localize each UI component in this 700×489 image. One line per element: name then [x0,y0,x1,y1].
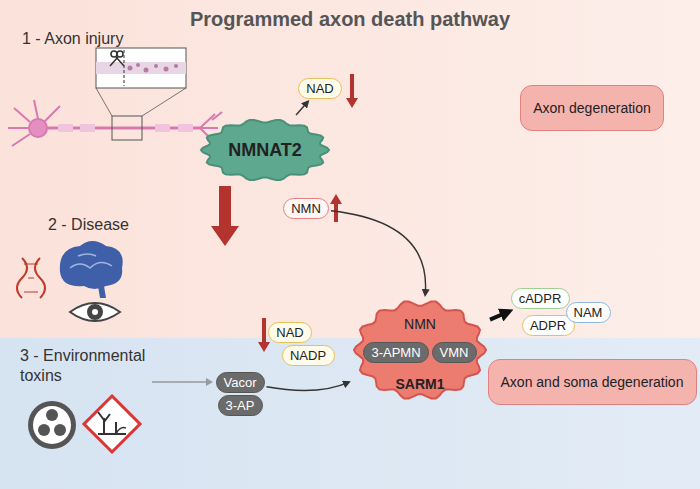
section-label: 2 - Disease [48,216,129,234]
inset-leader [96,88,112,116]
environment-hazard-icon [84,396,140,452]
metabolite-pill: NAM [566,302,611,323]
node-text: SARM1 [395,376,444,392]
myelin [58,124,73,132]
arrowhead [206,378,213,386]
metabolite-pill: VMN [432,342,477,363]
metabolite-pill: cADPR [511,288,570,309]
protein-blob: NMN SARM1 3-APMN VMN [352,298,488,402]
connector-arrow [296,102,308,116]
biohazard-icon [28,401,76,449]
node-text: Axon degeneration [533,100,651,116]
injury-inset [96,48,186,88]
node-text: NMN [404,316,436,332]
neuron [8,100,222,146]
metabolite-pill: NADP [282,345,335,366]
title: Programmed axon death pathway [0,8,700,31]
outcome-box: Axon and soma degeneration [488,359,697,405]
node-text: cADPR [519,291,562,306]
blob-shape [354,302,486,399]
node-text: NAD [306,81,333,96]
node-text: VMN [440,345,469,360]
myelin [80,124,95,132]
node-text: Axon and soma degeneration [501,374,684,390]
inset-frame [112,116,142,140]
outcome-box: Axon degeneration [520,85,664,131]
dna-icon [17,258,45,298]
protein-blob: NMNAT2 [199,117,331,183]
toxin-arrow [152,381,206,383]
myelin [155,124,170,132]
blob-shape [201,120,329,180]
metabolite-pill: 3-AP [218,395,263,416]
node-text: 3-APMN [371,345,420,360]
metabolite-pill: NMN [283,198,329,219]
eye-icon [70,303,120,321]
change-arrows [211,74,358,352]
bottom-ground [0,338,700,489]
node-text: 3-AP [226,398,255,413]
section-label: 1 - Axon injury [22,30,123,48]
section-label: 3 - Environmental toxins [20,346,180,386]
metabolite-pill: NAD [268,322,312,343]
connector-arrow [331,211,426,295]
node-text: NAM [574,305,603,320]
metabolite-pill: NAD [298,78,342,99]
inset-leader [142,88,186,116]
node-text: NMN [291,201,321,216]
brain-icon [60,241,123,298]
node-text: ADPR [530,318,566,333]
node-text: Vacor [224,375,257,390]
node-text: NAD [276,325,303,340]
myelin [178,124,193,132]
metabolite-pill: 3-APMN [363,342,429,363]
node-text: NADP [290,348,326,363]
connector-arrow [267,382,350,390]
top-ground [0,0,700,338]
node-text: NMNAT2 [228,140,302,161]
metabolite-pill: Vacor [216,372,265,393]
connector-arrow [490,312,509,320]
